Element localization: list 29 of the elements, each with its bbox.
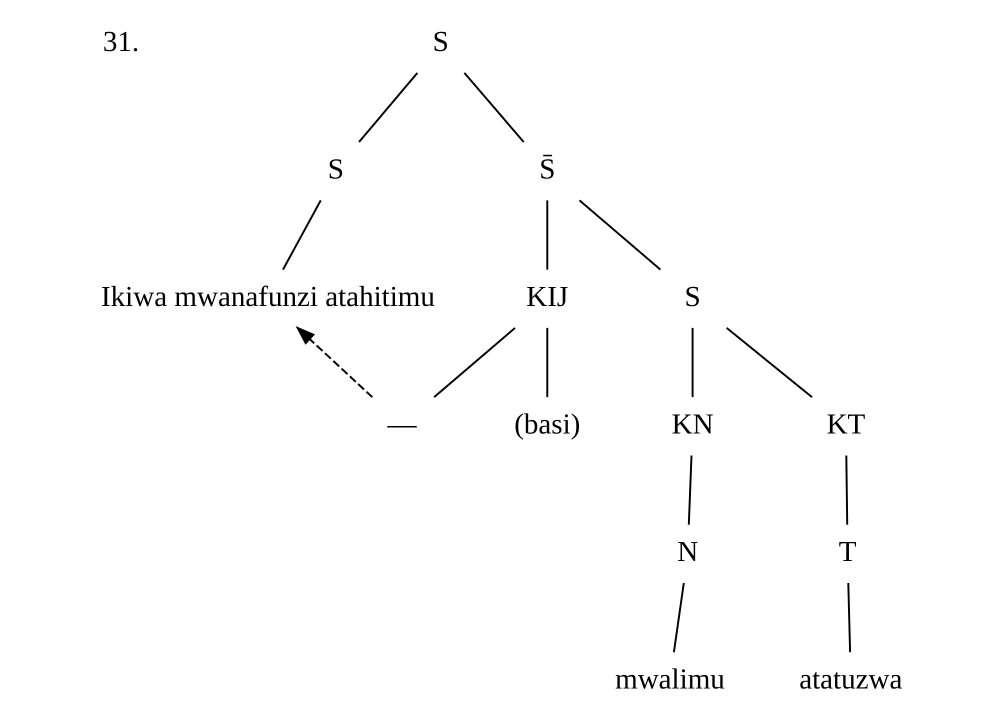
connector: [726, 327, 813, 398]
connector: [546, 200, 548, 270]
node-text: Ikiwa mwanafunzi atahitimu: [101, 280, 435, 313]
connector: [688, 455, 692, 525]
connector: [546, 328, 548, 398]
node-text: T: [838, 536, 856, 568]
node-text: (basi): [514, 408, 580, 440]
node-text: KIJ: [526, 280, 568, 313]
node-text: atatuzwa: [799, 663, 902, 696]
connector: [434, 327, 516, 398]
connector: [845, 455, 848, 525]
node-text: S: [328, 153, 344, 186]
node-text: KN: [672, 408, 714, 440]
connector: [847, 583, 852, 652]
node-text: S: [432, 26, 449, 58]
connector: [464, 72, 524, 143]
node-text: S: [684, 280, 701, 313]
connector: [282, 200, 322, 270]
connector: [672, 582, 685, 652]
label: 31.: [102, 26, 140, 58]
connector: [578, 200, 662, 270]
node-text: KT: [826, 408, 866, 440]
node-text: S̄: [539, 153, 556, 186]
connector: [358, 72, 418, 143]
connector: [692, 328, 694, 398]
arrow: [296, 326, 373, 398]
node-text: mwalimu: [615, 663, 725, 696]
node-text: N: [677, 536, 698, 568]
node-text: —: [387, 408, 416, 440]
